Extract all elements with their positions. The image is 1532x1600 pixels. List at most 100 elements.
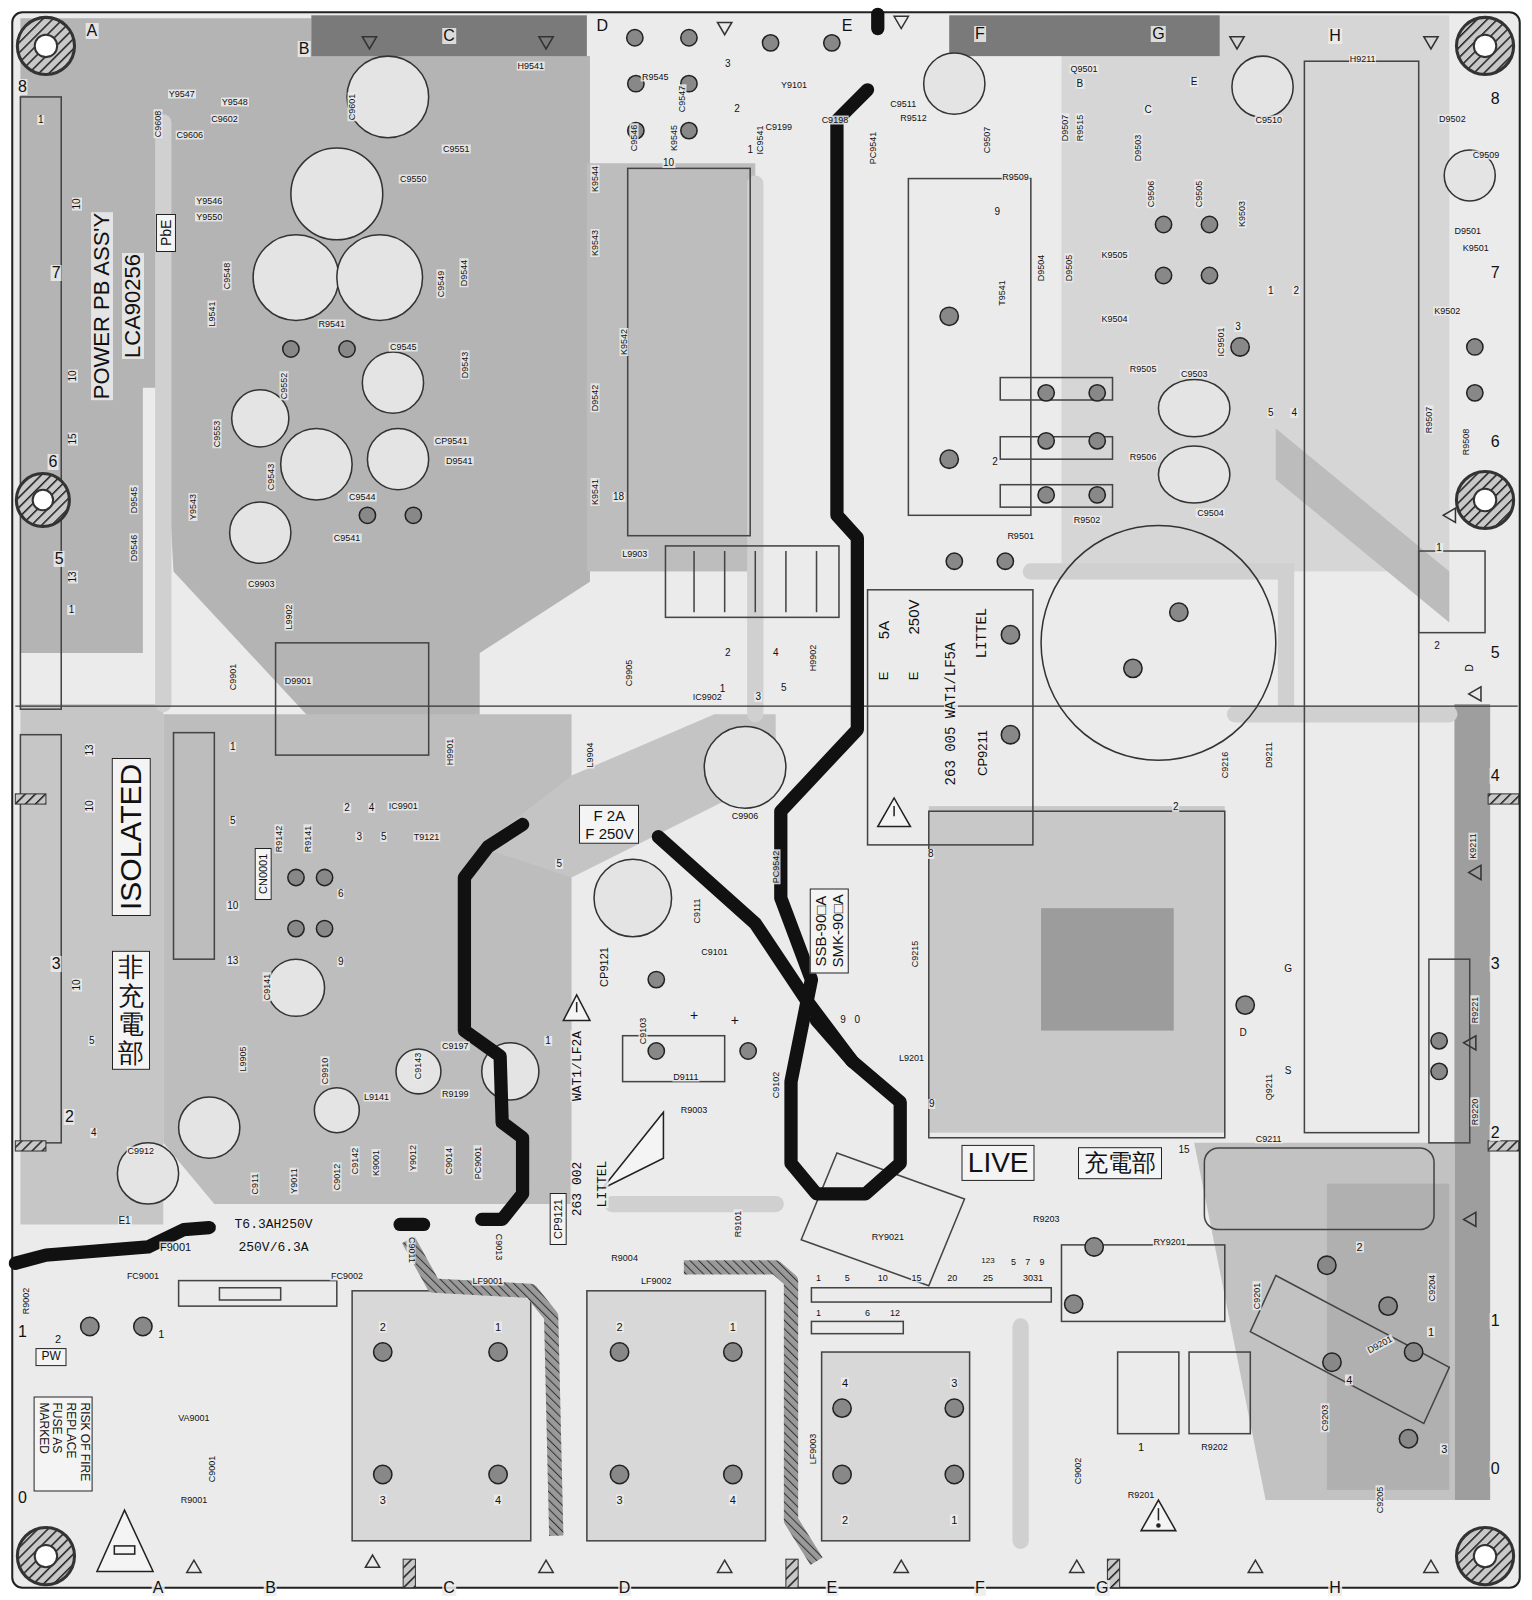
orientation-mark — [1070, 1560, 1084, 1572]
warning-triangle — [97, 798, 1176, 1571]
solder-pad — [1038, 487, 1054, 503]
part-label: PC9541 — [868, 131, 877, 166]
pin-number: 5 — [1010, 1258, 1017, 1267]
pin-number: 10 — [68, 369, 78, 382]
capacitor-outline — [396, 1049, 441, 1094]
solder-pad — [1089, 385, 1105, 401]
grid-marker: G — [1095, 1580, 1109, 1596]
component-outline — [868, 590, 1033, 845]
part-label: C9608 — [154, 110, 163, 139]
part-label: R9201 — [1127, 1490, 1156, 1499]
part-label: C9511 — [889, 100, 917, 109]
grid-line — [15, 706, 1517, 707]
part-label: C9606 — [176, 130, 205, 139]
pin-number: 10 — [72, 978, 82, 991]
component-outline — [174, 733, 215, 960]
grid-marker: D — [618, 1580, 632, 1596]
pcb-trace — [1031, 571, 1286, 714]
part-label: C9013 — [494, 1233, 503, 1262]
part-label: C9002 — [1073, 1457, 1082, 1486]
part-label: R9515 — [1075, 113, 1084, 142]
part-number-box: SSB-90□ASMK-90□A — [810, 888, 849, 973]
pin-number: 25 — [982, 1273, 994, 1282]
mounting-hole — [1456, 1528, 1513, 1585]
part-label: C9507 — [982, 126, 991, 155]
part-label: C9197 — [441, 1041, 470, 1050]
part-label: C9544 — [348, 492, 377, 501]
orientation-mark — [1248, 1560, 1262, 1572]
solder-pad — [945, 1465, 963, 1483]
part-label: R9203 — [1032, 1215, 1061, 1224]
mounting-hole — [16, 473, 69, 526]
fuse-rating-box: F 2AF 250V — [579, 805, 639, 844]
solder-pad — [359, 507, 375, 523]
part-label: K9505 — [1101, 251, 1129, 260]
part-label: L9903 — [621, 550, 648, 559]
component-outline — [352, 1291, 531, 1541]
grid-marker: 8 — [17, 79, 28, 95]
part-label: C9601 — [348, 93, 357, 122]
pin-number: 5 — [780, 683, 788, 693]
part-label: C9553 — [213, 419, 222, 448]
capacitor-outline — [179, 1097, 240, 1158]
part-label: C9548 — [222, 261, 231, 290]
capacitor-outline — [704, 727, 786, 809]
pin-number: 5 — [1267, 408, 1275, 418]
part-label: LITTEL — [596, 1159, 609, 1208]
copper-area — [1454, 704, 1490, 1500]
pin-number: 3 — [615, 1495, 623, 1506]
high-current-trace — [658, 837, 852, 1061]
grid-marker: 2 — [1490, 1125, 1501, 1141]
node-text: RISK OF FIRE REPLACE FUSE AS MARKED — [36, 1402, 91, 1485]
solder-pad — [489, 1343, 507, 1361]
warning-triangle — [576, 1002, 578, 1012]
part-label: K9545 — [669, 124, 678, 152]
capacitor-outline — [1232, 56, 1293, 117]
part-label: POWER PB ASS'Y — [91, 212, 113, 400]
node-text: LIVE — [968, 1147, 1029, 1179]
part-label: C9103 — [639, 1016, 648, 1045]
component-outline — [693, 551, 695, 612]
part-label: R9501 — [1006, 531, 1035, 540]
solder-pad — [374, 1465, 392, 1483]
pin-number: 1 — [1435, 543, 1443, 553]
capacitor-outline — [281, 429, 352, 500]
part-label: CP9541 — [434, 436, 469, 445]
capacitor-outline — [253, 235, 339, 321]
capacitor-outline — [1041, 526, 1276, 761]
pcb-trace — [1012, 1327, 1028, 1541]
pin-number: 1 — [1267, 286, 1275, 296]
pcb-trace — [163, 122, 1449, 1540]
component-outline — [1419, 551, 1485, 633]
part-label: C9012 — [332, 1162, 341, 1191]
node-text: ISOLATED — [113, 764, 148, 910]
part-label: C9510 — [1254, 116, 1283, 125]
pin-number: 6 — [864, 1309, 871, 1318]
part-label: C9201 — [1253, 1282, 1262, 1311]
part-label: 263 002 — [570, 1160, 583, 1217]
solder-pad — [316, 920, 332, 936]
pin-number: 4 — [1345, 1374, 1353, 1385]
pin-number: 4 — [368, 803, 376, 813]
part-label: C9142 — [351, 1147, 360, 1176]
part-label: 123 — [980, 1257, 995, 1265]
part-label: RY9201 — [1152, 1237, 1186, 1246]
part-label: K9503 — [1238, 200, 1247, 228]
grid-marker: B — [298, 41, 311, 57]
part-label: C9199 — [764, 122, 793, 131]
part-label: F9001 — [159, 1241, 192, 1252]
grid-marker: H — [1328, 1580, 1342, 1596]
part-label: K9542 — [619, 328, 628, 356]
fuse-designator-box: CP9121 — [550, 1193, 567, 1245]
component-outline — [816, 551, 818, 612]
part-label: D9545 — [129, 486, 138, 515]
capacitor-outline — [230, 502, 291, 563]
node-text: PW — [42, 1350, 61, 1364]
part-label: D9546 — [129, 534, 138, 563]
pin-number: 9 — [1039, 1258, 1046, 1267]
capacitor-outline — [1158, 446, 1229, 503]
pin-number: B — [1076, 79, 1085, 89]
pcb-trace — [612, 1196, 775, 1212]
part-label: R9202 — [1200, 1442, 1229, 1451]
pin-number: 9 — [839, 1015, 847, 1025]
